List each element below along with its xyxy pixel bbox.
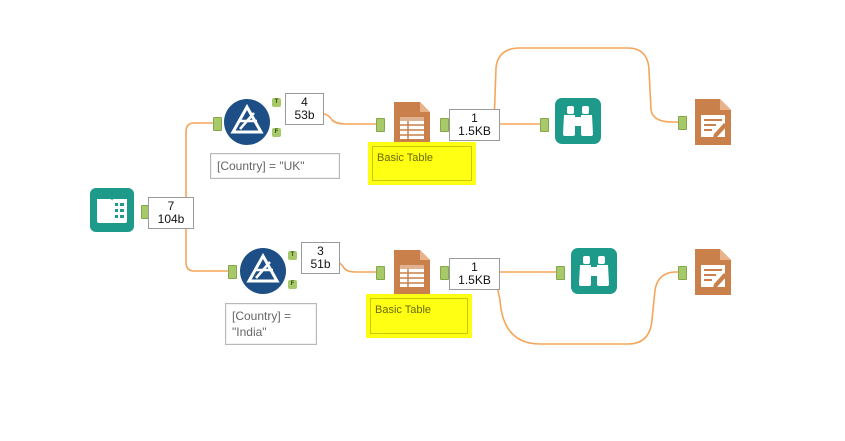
record-count: 7 — [167, 199, 175, 213]
table-top-annotation: Basic Table — [368, 142, 476, 185]
wire-table-top-to-render — [493, 47, 680, 125]
table-tool-bottom[interactable] — [388, 248, 436, 296]
table-icon — [394, 250, 430, 294]
false-output-anchor[interactable]: F — [272, 128, 281, 137]
data-size: 1.5KB — [458, 273, 491, 287]
filter-india-input-anchor[interactable] — [228, 265, 237, 279]
record-count: 4 — [301, 95, 308, 109]
report-output-icon — [695, 249, 731, 295]
table-icon — [394, 102, 430, 146]
table-bottom-output-anchor[interactable] — [440, 266, 449, 280]
record-count-table-bottom: 1 1.5KB — [449, 258, 500, 290]
data-size: 104b — [157, 212, 185, 226]
record-count: 3 — [317, 244, 324, 258]
filter-triangle-icon — [224, 99, 270, 145]
filter-tool-india[interactable] — [240, 248, 286, 294]
wire-filter-india-to-table — [333, 260, 378, 273]
table-top-output-anchor[interactable] — [440, 118, 449, 132]
render-bottom-input-anchor[interactable] — [678, 266, 687, 280]
binoculars-icon — [555, 98, 601, 144]
filter-tool-uk[interactable] — [224, 99, 270, 145]
true-output-anchor[interactable]: T — [288, 251, 297, 260]
filter-india-annotation: [Country] = "India" — [225, 303, 317, 345]
browse-top-input-anchor[interactable] — [540, 118, 549, 132]
record-count: 1 — [471, 111, 478, 125]
table-top-input-anchor[interactable] — [376, 118, 385, 132]
data-size: 1.5KB — [458, 124, 491, 138]
render-tool-bottom[interactable] — [690, 247, 736, 297]
table-bottom-input-anchor[interactable] — [376, 266, 385, 280]
browse-tool-bottom[interactable] — [571, 248, 617, 294]
filter-uk-annotation: [Country] = "UK" — [210, 153, 340, 179]
table-tool-top[interactable] — [388, 100, 436, 148]
browse-tool-top[interactable] — [555, 98, 601, 144]
record-count-table-top: 1 1.5KB — [449, 109, 500, 141]
record-count-filter-uk: 4 53b — [285, 93, 324, 125]
filter-triangle-icon — [240, 248, 286, 294]
data-size: 53b — [294, 108, 315, 122]
render-tool-top[interactable] — [690, 97, 736, 147]
text-input-tool[interactable] — [90, 188, 134, 232]
open-book-icon — [90, 188, 134, 232]
data-size: 51b — [310, 257, 331, 271]
record-count-filter-india: 3 51b — [301, 242, 340, 274]
filter-uk-input-anchor[interactable] — [213, 117, 222, 131]
annotation-text: Basic Table — [372, 146, 472, 181]
false-output-anchor[interactable]: F — [288, 280, 297, 289]
table-bottom-annotation: Basic Table — [366, 294, 472, 338]
record-count: 1 — [471, 260, 478, 274]
record-count-input: 7 104b — [148, 197, 194, 229]
wire-table-bottom-to-render — [493, 271, 680, 345]
render-top-input-anchor[interactable] — [678, 116, 687, 130]
browse-bottom-input-anchor[interactable] — [556, 266, 565, 280]
true-output-anchor[interactable]: T — [272, 98, 281, 107]
wire-filter-uk-to-table — [317, 112, 378, 125]
report-output-icon — [695, 99, 731, 145]
binoculars-icon — [571, 248, 617, 294]
annotation-text: Basic Table — [370, 298, 468, 334]
